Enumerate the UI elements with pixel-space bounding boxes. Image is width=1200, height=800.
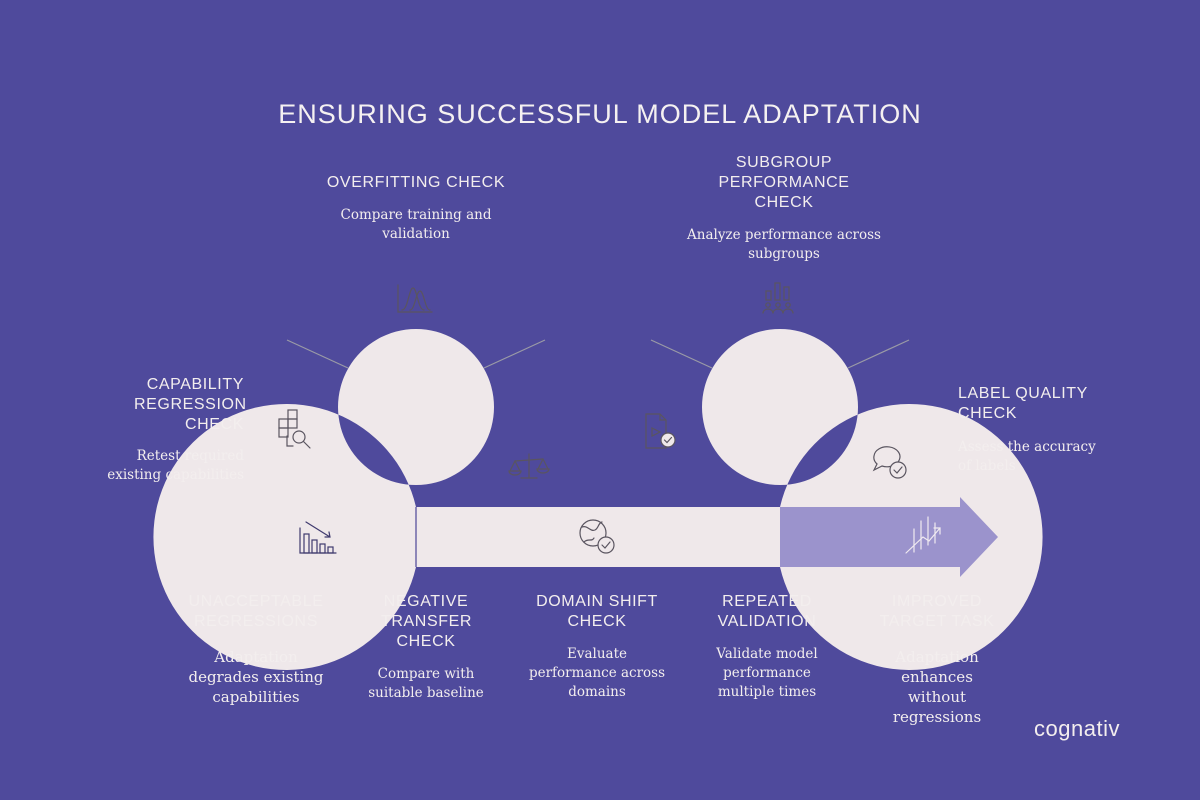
node-description: Adaptation enhances without regressions	[892, 648, 982, 726]
node-description: Adaptation degrades existing capabilitie…	[188, 648, 324, 706]
node-description: Compare training and validation	[340, 207, 492, 242]
subgroup-performance-check-node: SUBGROUP PERFORMANCE CHECK Analyze perfo…	[687, 153, 881, 264]
node-heading: REPEATED VALIDATION	[717, 593, 817, 630]
balance-scale-icon	[508, 453, 550, 479]
node-heading: SUBGROUP PERFORMANCE CHECK	[718, 154, 850, 211]
negative-transfer-check-node: NEGATIVE TRANSFER CHECK Compare with sui…	[368, 592, 484, 703]
node-heading: UNACCEPTABLE REGRESSIONS	[188, 593, 324, 630]
subgroup-people-chart-icon	[762, 282, 794, 314]
node-description: Analyze performance across subgroups	[687, 227, 881, 262]
node-heading: NEGATIVE TRANSFER CHECK	[381, 593, 473, 650]
loop-path	[153, 329, 1043, 670]
brand-logo: cognativ	[1034, 716, 1120, 741]
node-description: Assess the accuracy of labels	[958, 439, 1096, 474]
repeated-validation-node: REPEATED VALIDATION Validate model perfo…	[692, 592, 842, 702]
node-heading: DOMAIN SHIFT CHECK	[536, 593, 658, 630]
unacceptable-regressions-node: UNACCEPTABLE REGRESSIONS Adaptation degr…	[180, 592, 332, 707]
node-heading: LABEL QUALITY CHECK	[958, 385, 1088, 422]
node-heading: OVERFITTING CHECK	[326, 174, 506, 191]
grid-search-icon	[278, 409, 311, 449]
document-check-icon	[645, 413, 676, 449]
domain-shift-check-node: DOMAIN SHIFT CHECK Evaluate performance …	[522, 592, 672, 702]
node-description: Compare with suitable baseline	[368, 666, 484, 701]
chat-check-icon	[872, 446, 907, 479]
declining-bars-icon	[299, 521, 337, 554]
node-heading: IMPROVED TARGET TASK	[879, 593, 995, 630]
improvement-arrow	[780, 497, 998, 577]
improved-target-task-node: IMPROVED TARGET TASK Adaptation enhances…	[862, 592, 1012, 727]
node-description: Validate model performance multiple time…	[716, 646, 818, 700]
ring-dividers	[286, 339, 910, 369]
page-title: ENSURING SUCCESSFUL MODEL ADAPTATION	[278, 99, 922, 129]
overfitting-check-node: OVERFITTING CHECK Compare training and v…	[316, 173, 516, 244]
capability-regression-check-node: CAPABILITY REGRESSION CHECK Retest requi…	[98, 375, 247, 485]
distribution-chart-icon	[397, 284, 433, 313]
globe-check-icon	[579, 519, 615, 554]
node-description: Retest required existing capabilities	[107, 448, 244, 483]
rising-trend-icon	[905, 516, 941, 554]
node-description: Evaluate performance across domains	[528, 646, 666, 700]
node-heading: CAPABILITY REGRESSION CHECK	[134, 376, 247, 433]
label-quality-check-node: LABEL QUALITY CHECK Assess the accuracy …	[958, 384, 1104, 476]
